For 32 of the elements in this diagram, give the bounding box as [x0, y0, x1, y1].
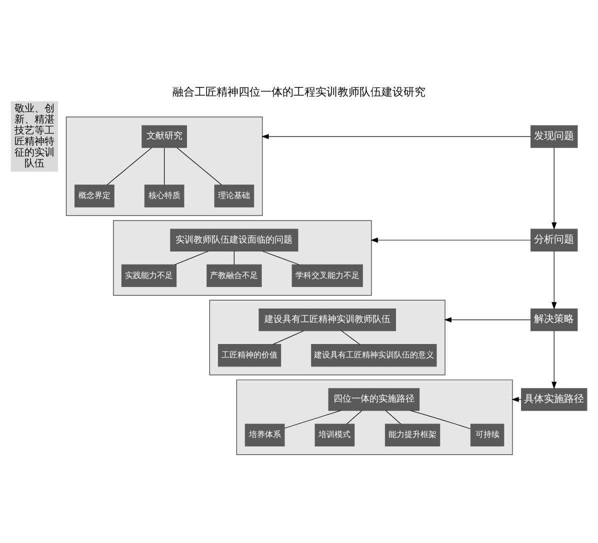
connector — [176, 146, 222, 185]
node-box: 发现问题 — [530, 124, 578, 148]
node-box: 文献研究 — [142, 124, 187, 148]
node-box: 分析问题 — [530, 228, 578, 251]
connector — [385, 410, 402, 424]
connector — [284, 410, 341, 428]
arrow — [261, 133, 532, 139]
diagram-title: 融合工匠精神四位一体的工程实训教师队伍建设研究 — [172, 85, 426, 98]
connector — [341, 330, 360, 344]
node-box: 解决策略 — [530, 308, 578, 331]
arrow — [370, 237, 531, 242]
node-box: 具体实施路径 — [521, 388, 588, 410]
connector — [164, 147, 165, 185]
cluster — [209, 299, 446, 375]
node-box: 四位一体的实施路径 — [328, 388, 420, 410]
arrow — [444, 316, 532, 322]
node-box: 敬业、创新、精湛技艺等工匠精神特征的实训队伍 — [10, 100, 58, 172]
arrow — [512, 396, 522, 402]
cluster — [236, 379, 513, 454]
cluster — [66, 116, 263, 216]
arrow — [552, 146, 557, 230]
connector — [106, 146, 152, 185]
connector — [272, 330, 304, 344]
connector — [262, 250, 300, 264]
connector — [174, 250, 208, 264]
arrow — [552, 330, 557, 389]
connector — [346, 410, 362, 424]
cluster — [113, 220, 372, 296]
arrow — [552, 250, 557, 309]
node-box: 建设具有工匠精神实训教师队伍 — [258, 308, 396, 331]
node-box: 实训教师队伍建设面临的问题 — [170, 228, 298, 251]
connector — [410, 410, 471, 429]
